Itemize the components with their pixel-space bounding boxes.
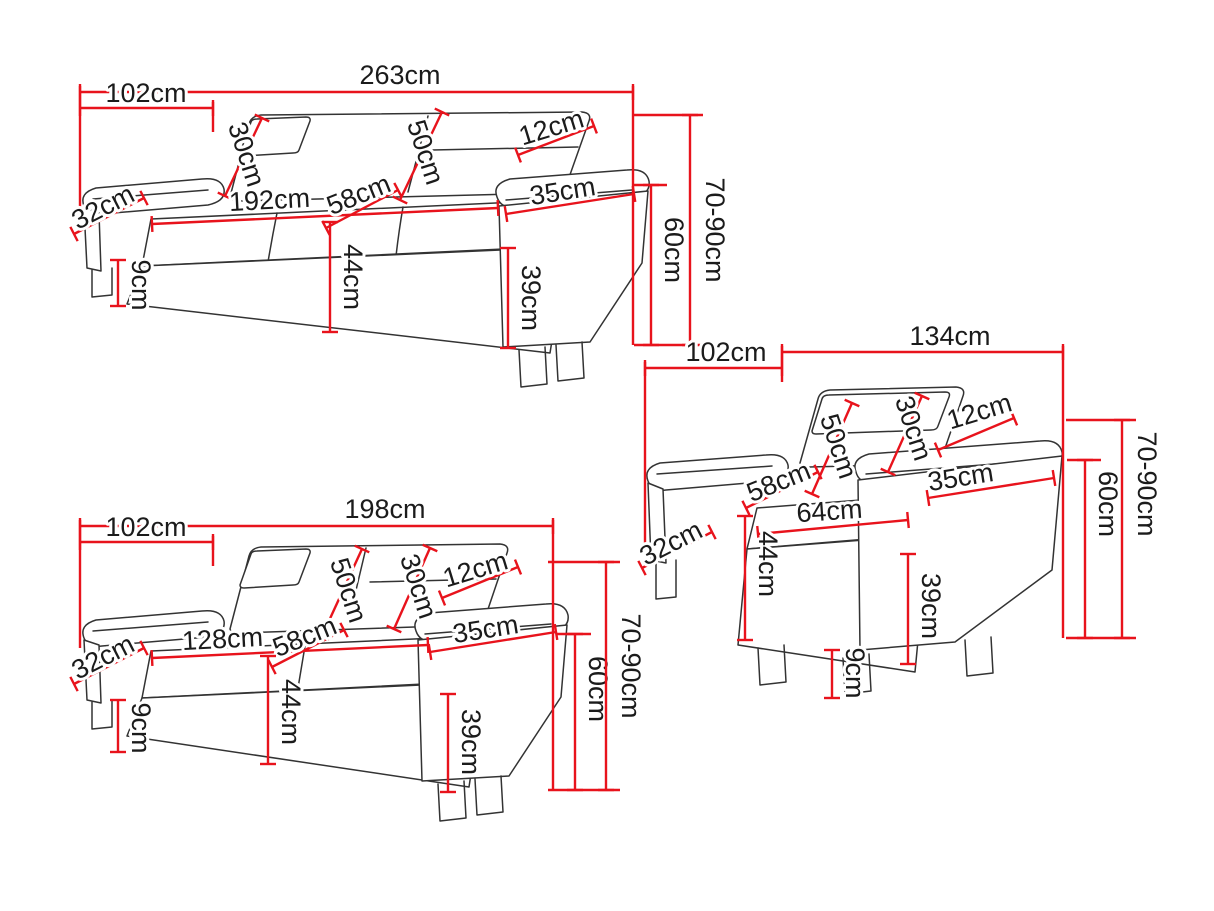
measure-line xyxy=(267,622,349,675)
dim-depth: 102cm xyxy=(78,509,215,566)
measure-line xyxy=(933,410,1019,458)
piece-armchair: 102cm 134cm 50cm 30cm 12cm xyxy=(632,318,1165,702)
dim-total-height: 70-90cm xyxy=(1066,418,1165,640)
dim-overall-width: 198cm xyxy=(78,491,555,790)
front-leg-2 xyxy=(842,653,872,695)
dim-armrest-floor-height: 60cm xyxy=(1067,458,1126,640)
measure-line xyxy=(637,524,717,576)
measure-line xyxy=(427,623,559,661)
dim-label-armrest-floor-height: 60cm xyxy=(659,217,689,283)
dim-label-total-height: 70-90cm xyxy=(1132,431,1162,536)
measure-line xyxy=(514,118,598,163)
dim-armrest-width: 32cm xyxy=(632,512,717,576)
right-leg-2 xyxy=(474,775,504,816)
dim-leg-height: 9cm xyxy=(110,698,159,757)
dim-label-leg-height: 9cm xyxy=(126,702,156,753)
left-leg xyxy=(91,267,113,298)
right-leg xyxy=(964,636,994,677)
dim-label-seat-height: 44cm xyxy=(276,679,306,745)
dim-label-total-height: 70-90cm xyxy=(616,613,646,718)
two-seater-drawing xyxy=(82,543,569,822)
dim-label-leg-height: 9cm xyxy=(126,259,156,310)
dim-label-total-height: 70-90cm xyxy=(700,177,730,282)
dim-overall-width: 134cm xyxy=(780,318,1065,638)
measure-line xyxy=(503,185,637,223)
dim-seat-width: 192cm xyxy=(150,180,500,233)
dim-label-armrest-height: 39cm xyxy=(516,265,546,331)
piece-two-seater-sofa: 198cm 102cm 50cm 30cm 12cm 128cm xyxy=(64,491,649,822)
dim-label-depth: 102cm xyxy=(105,512,186,542)
dim-leg-height: 9cm xyxy=(824,644,873,702)
base-front xyxy=(126,246,568,354)
left-leg xyxy=(91,699,113,730)
dim-label-armrest-floor-height: 60cm xyxy=(1093,471,1123,537)
dim-label-seat-width: 192cm xyxy=(228,183,311,217)
measure-line xyxy=(925,469,1057,507)
dim-depth: 102cm xyxy=(78,75,215,132)
dim-total-height: 70-90cm xyxy=(548,560,649,792)
left-leg xyxy=(655,559,677,600)
dim-label-seat-width: 128cm xyxy=(181,622,264,656)
right-leg-1 xyxy=(437,780,467,822)
dim-label-depth: 102cm xyxy=(685,337,766,367)
dim-seat-height: 44cm xyxy=(322,220,371,334)
dim-seat-height: 44cm xyxy=(260,654,309,766)
dim-seat-height: 44cm xyxy=(737,514,786,642)
dim-armrest-height: 39cm xyxy=(900,552,949,666)
measure-line xyxy=(69,640,149,692)
dim-label-armrest-height: 39cm xyxy=(916,573,946,639)
measure-line xyxy=(437,559,523,606)
measure-line xyxy=(880,391,930,477)
measure-line xyxy=(741,464,823,516)
dim-leg-height: 9cm xyxy=(110,256,159,314)
left-headrest-cushion xyxy=(239,548,311,589)
piece-three-seater-sofa: 263cm 102cm 30cm 50cm 12cm 192cm xyxy=(64,57,733,388)
right-leg-1 xyxy=(518,346,548,388)
front-leg-1 xyxy=(757,644,787,686)
dim-label-seat-height: 44cm xyxy=(753,531,783,597)
dim-armrest-floor-height: 60cm xyxy=(557,632,616,792)
dim-label-armrest-height: 39cm xyxy=(456,709,486,775)
dim-label-leg-height: 9cm xyxy=(840,647,870,698)
measure-line xyxy=(69,190,149,242)
measure-line xyxy=(392,107,450,205)
right-armrest-body xyxy=(417,624,568,782)
measure-line xyxy=(314,544,370,641)
measure-line xyxy=(217,113,270,201)
dim-armrest-height: 39cm xyxy=(500,246,549,350)
dim-label-armrest-floor-height: 60cm xyxy=(583,656,613,722)
dim-label-depth: 102cm xyxy=(105,78,186,108)
dim-seat-width: 64cm xyxy=(756,491,910,543)
dim-depth: 102cm xyxy=(643,334,784,545)
measure-line xyxy=(386,543,438,634)
measure-line xyxy=(756,511,910,543)
dim-seat-width: 128cm xyxy=(150,619,430,667)
measure-line xyxy=(321,182,403,236)
dim-label-seat-height: 44cm xyxy=(338,244,368,310)
dim-armrest-height: 39cm xyxy=(440,692,489,794)
dim-label-overall-width: 198cm xyxy=(344,494,425,524)
right-leg-2 xyxy=(555,341,585,382)
dim-label-overall-width: 134cm xyxy=(909,321,990,351)
dim-label-seat-width: 64cm xyxy=(795,494,863,529)
dim-label-overall-width: 263cm xyxy=(359,60,440,90)
left-armrest-seam xyxy=(92,621,209,632)
dim-total-height: 70-90cm xyxy=(634,113,733,347)
base-front xyxy=(126,681,486,788)
